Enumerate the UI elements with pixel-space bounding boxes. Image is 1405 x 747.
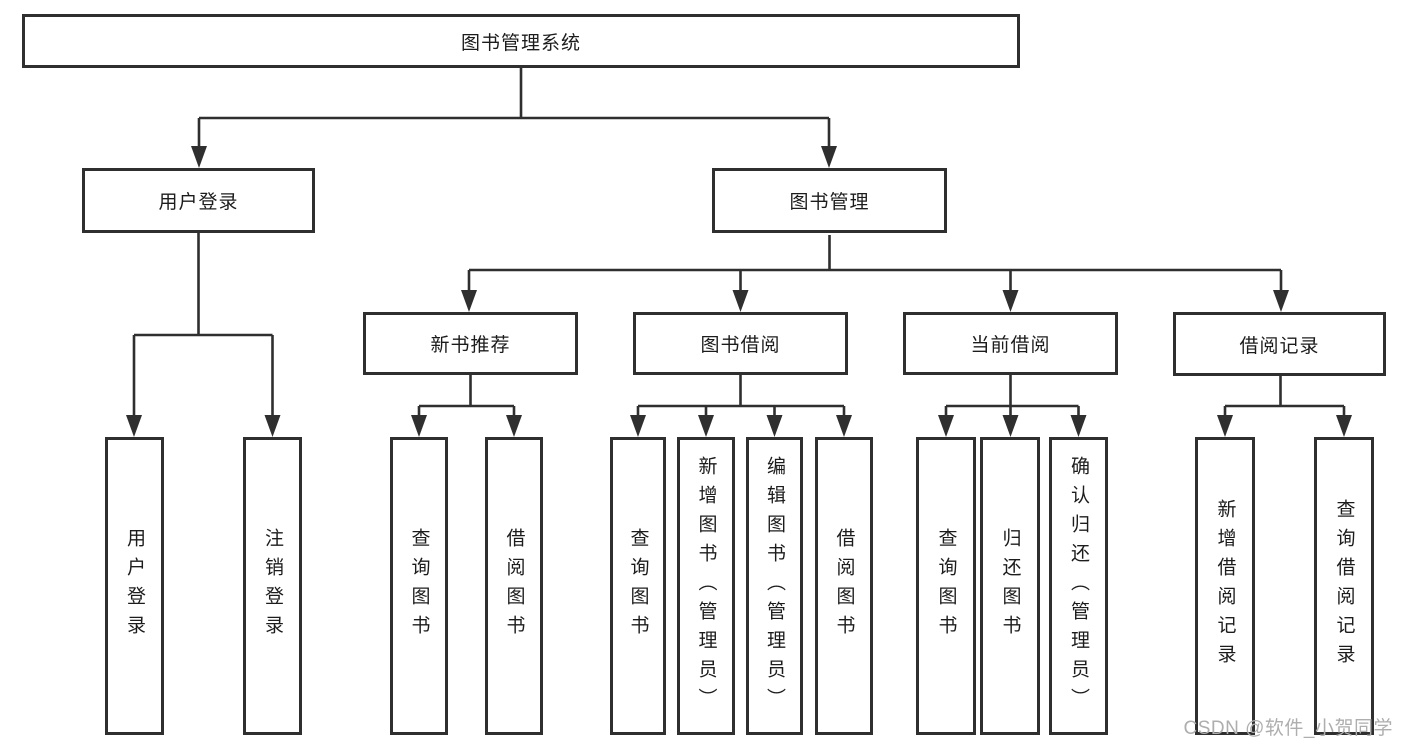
arrow-down-icon xyxy=(1002,415,1019,437)
node-label: 用户登录 xyxy=(124,528,145,644)
leaf-logout: 注销登录 xyxy=(243,437,302,735)
leaf-query-borrow-record: 查询借阅记录 xyxy=(1314,437,1374,735)
arrow-down-icon xyxy=(836,415,852,437)
arrow-down-icon xyxy=(732,290,749,312)
node-label: 查询图书 xyxy=(408,528,430,644)
node-book-management: 图书管理 xyxy=(712,168,947,233)
node-label: 新增图书（管理员） xyxy=(695,455,717,717)
node-user-login: 用户登录 xyxy=(82,168,315,233)
node-label: 注销登录 xyxy=(262,528,283,644)
node-borrow-records: 借阅记录 xyxy=(1173,312,1386,376)
node-label: 当前借阅 xyxy=(970,335,1051,356)
node-label: 借阅图书 xyxy=(833,528,855,644)
leaf-query-books-current: 查询图书 xyxy=(916,437,976,735)
leaf-add-books-admin: 新增图书（管理员） xyxy=(677,437,735,735)
arrow-down-icon xyxy=(766,415,783,437)
node-label: 借阅图书 xyxy=(503,528,525,644)
node-new-book-recommend: 新书推荐 xyxy=(363,312,578,375)
node-label: 新增借阅记录 xyxy=(1214,499,1236,673)
node-label: 用户登录 xyxy=(158,192,239,213)
leaf-confirm-return-admin: 确认归还（管理员） xyxy=(1049,437,1108,735)
arrow-down-icon xyxy=(461,290,477,312)
leaf-return-books: 归还图书 xyxy=(980,437,1040,735)
node-label: 图书借阅 xyxy=(700,335,781,356)
arrow-down-icon xyxy=(1273,290,1289,312)
leaf-query-books-borrow: 查询图书 xyxy=(610,437,666,735)
node-label: 新书推荐 xyxy=(430,335,511,356)
node-label: 查询图书 xyxy=(935,528,957,644)
arrow-down-icon xyxy=(1336,415,1352,437)
arrow-down-icon xyxy=(126,415,142,437)
arrow-down-icon xyxy=(1070,415,1087,437)
leaf-add-borrow-record: 新增借阅记录 xyxy=(1195,437,1255,735)
leaf-user-login: 用户登录 xyxy=(105,437,164,735)
node-current-borrow: 当前借阅 xyxy=(903,312,1118,375)
arrow-down-icon xyxy=(1002,290,1019,312)
node-label: 图书管理系统 xyxy=(460,32,581,54)
arrow-down-icon xyxy=(411,415,427,437)
csdn-watermark: CSDN @软件_小贺同学 xyxy=(1183,718,1393,739)
arrow-down-icon xyxy=(630,415,646,437)
node-root-library-system: 图书管理系统 xyxy=(22,14,1020,68)
leaf-borrow-books: 借阅图书 xyxy=(815,437,873,735)
arrow-down-icon xyxy=(1217,415,1233,437)
leaf-query-books-recommend: 查询图书 xyxy=(390,437,448,735)
node-label: 图书管理 xyxy=(789,192,870,213)
node-label: 查询图书 xyxy=(627,528,649,644)
arrow-down-icon xyxy=(938,415,954,437)
node-label: 借阅记录 xyxy=(1239,335,1320,357)
leaf-borrow-books-recommend: 借阅图书 xyxy=(485,437,543,735)
node-label: 确认归还（管理员） xyxy=(1068,455,1089,717)
arrow-down-icon xyxy=(264,415,281,437)
node-label: 查询借阅记录 xyxy=(1333,499,1355,673)
node-label: 编辑图书（管理员） xyxy=(764,455,785,717)
leaf-edit-books-admin: 编辑图书（管理员） xyxy=(746,437,803,735)
arrow-down-icon xyxy=(191,146,207,168)
node-book-borrow: 图书借阅 xyxy=(633,312,848,375)
node-label: 归还图书 xyxy=(999,528,1021,644)
arrow-down-icon xyxy=(506,415,522,437)
arrow-down-icon xyxy=(698,415,714,437)
arrow-down-icon xyxy=(821,146,837,168)
